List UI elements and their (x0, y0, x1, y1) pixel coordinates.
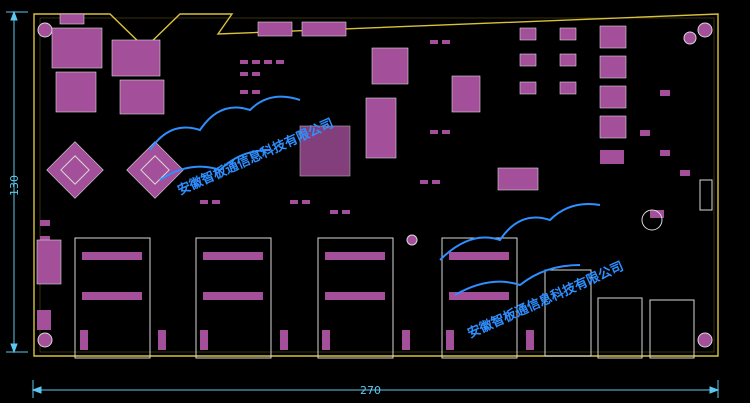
watermark-trace-left (149, 95, 301, 181)
width-dimension-label: 270 (360, 384, 381, 397)
rj45-port-3 (317, 237, 394, 359)
heatsink-block (36, 239, 62, 330)
processor-area (257, 21, 481, 177)
rj45-port-2 (195, 237, 272, 359)
bga-chip-right (126, 141, 184, 199)
height-dimension-label: 130 (8, 175, 21, 196)
power-module-block (51, 13, 165, 115)
mounting-holes (37, 22, 713, 348)
rj45-port-1 (74, 237, 151, 359)
right-connectors (544, 179, 713, 359)
dimension-lines (6, 10, 720, 398)
bga-chip-left (46, 141, 104, 199)
watermark-trace-right (439, 203, 601, 296)
passive-components (40, 40, 690, 242)
board-inner-outline (39, 17, 715, 353)
rj45-pads (80, 252, 534, 350)
inductor-array (497, 25, 627, 191)
board-outline (33, 13, 719, 357)
